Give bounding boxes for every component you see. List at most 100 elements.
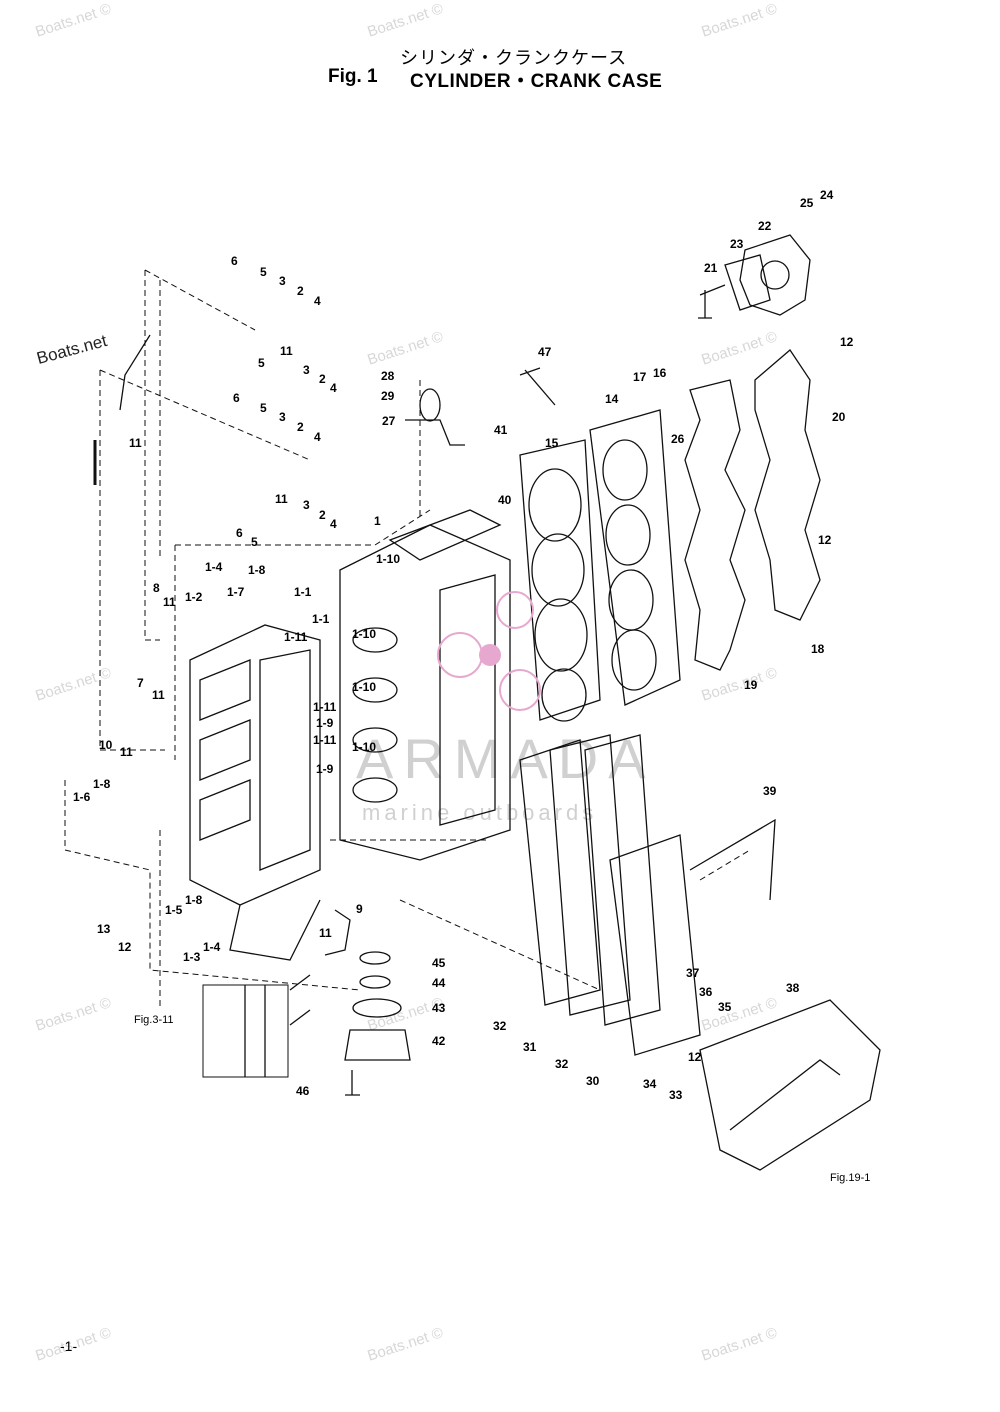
seal-45 [359,951,391,965]
callout: 24 [820,188,834,202]
lower-cover [699,999,881,1171]
cylinder-block [339,509,511,861]
callout: 1-10 [352,680,377,694]
callout: 12 [688,1050,702,1064]
callout: 2 [319,508,326,522]
callout: 13 [97,922,111,936]
callout: 29 [381,389,395,403]
callout: 2 [297,284,304,298]
tube-left [119,334,151,411]
callout: 4 [330,517,337,531]
gasket-23 [724,254,771,311]
callout: 14 [605,392,619,406]
callout: 4 [314,294,321,308]
brand-logo-icon [437,591,541,711]
callout: 1-10 [352,627,377,641]
callout: 41 [494,423,508,437]
callout: 3 [303,363,310,377]
callout: 21 [704,261,718,275]
title-english: CYLINDER・CRANK CASE [410,71,663,92]
callout: 1-7 [227,585,245,599]
callout: 11 [152,688,165,702]
callout: 32 [555,1057,569,1071]
callout: 27 [382,414,396,428]
callout: 1 [374,514,381,528]
callout: 4 [330,381,337,395]
callout: 3 [279,410,286,424]
callout: 15 [545,436,559,450]
callout: 1-11 [313,700,337,714]
callout: 1-9 [316,762,334,776]
callout: 9 [356,902,363,916]
figure-reference: Fig.3-11 [134,1014,174,1026]
callout: 3 [279,274,286,288]
crankcase-left [189,624,321,961]
callout: 22 [758,219,772,233]
callout: 1-9 [316,716,334,730]
callout: 20 [832,410,846,424]
callout: 4 [314,430,321,444]
callout: 31 [523,1040,537,1054]
callout: 23 [730,237,744,251]
callout: 12 [118,940,132,954]
callout: 11 [280,344,293,358]
callout: 43 [432,1001,446,1015]
callout: 11 [129,436,142,450]
callout: 1-10 [352,740,377,754]
bearing-44 [359,975,391,989]
cylinder-head [589,409,681,706]
callout: 32 [493,1019,507,1033]
callout: 26 [671,432,685,446]
callout: 1-3 [183,950,201,964]
hose-38 [729,1059,841,1131]
callout: 36 [699,985,713,999]
callout: 44 [432,976,446,990]
callout: 47 [538,345,552,359]
callout: 37 [686,966,700,980]
callout: 45 [432,956,446,970]
callout: 6 [236,526,243,540]
exhaust-gasket-19 [684,379,746,671]
callout: 2 [319,372,326,386]
callout: 10 [99,738,113,752]
callout: 40 [498,493,512,507]
callout: 1-8 [93,777,111,791]
callout: 33 [669,1088,683,1102]
callout: 1-11 [284,630,308,644]
callout: 1-2 [185,590,203,604]
bolt-46 [345,1070,360,1096]
callout: 1-4 [205,560,223,574]
callout: 12 [840,335,854,349]
callout: 35 [718,1000,732,1014]
callout: 8 [153,581,160,595]
exhaust-cover-18 [754,349,821,621]
head-gasket [519,439,601,722]
callout: 25 [800,196,814,210]
callout: 46 [296,1084,310,1098]
callout: 6 [231,254,238,268]
callout: 1-8 [248,563,266,577]
callout: 5 [251,535,258,549]
figure-label: Fig. 1 [328,66,378,87]
callout: 11 [163,595,176,609]
callout: 17 [633,370,647,384]
clamp-27 [419,388,441,422]
callout: 38 [786,981,800,995]
callout: 3 [303,498,310,512]
hose-9 [324,909,351,956]
bracket-27 [405,419,465,446]
spark-plug-47 [519,367,556,406]
callout: 42 [432,1034,446,1048]
callout: 2 [297,420,304,434]
callout: 6 [233,391,240,405]
callout: 11 [275,492,288,506]
callout: 1-6 [73,790,91,804]
callout: 5 [260,265,267,279]
callout: 7 [137,676,144,690]
page-number: -1- [60,1338,78,1354]
sensor-21 [698,284,726,319]
title-japanese: シリンダ・クランクケース [400,48,628,69]
callout: 1-1 [294,585,312,599]
detail-shaft [244,985,266,1077]
